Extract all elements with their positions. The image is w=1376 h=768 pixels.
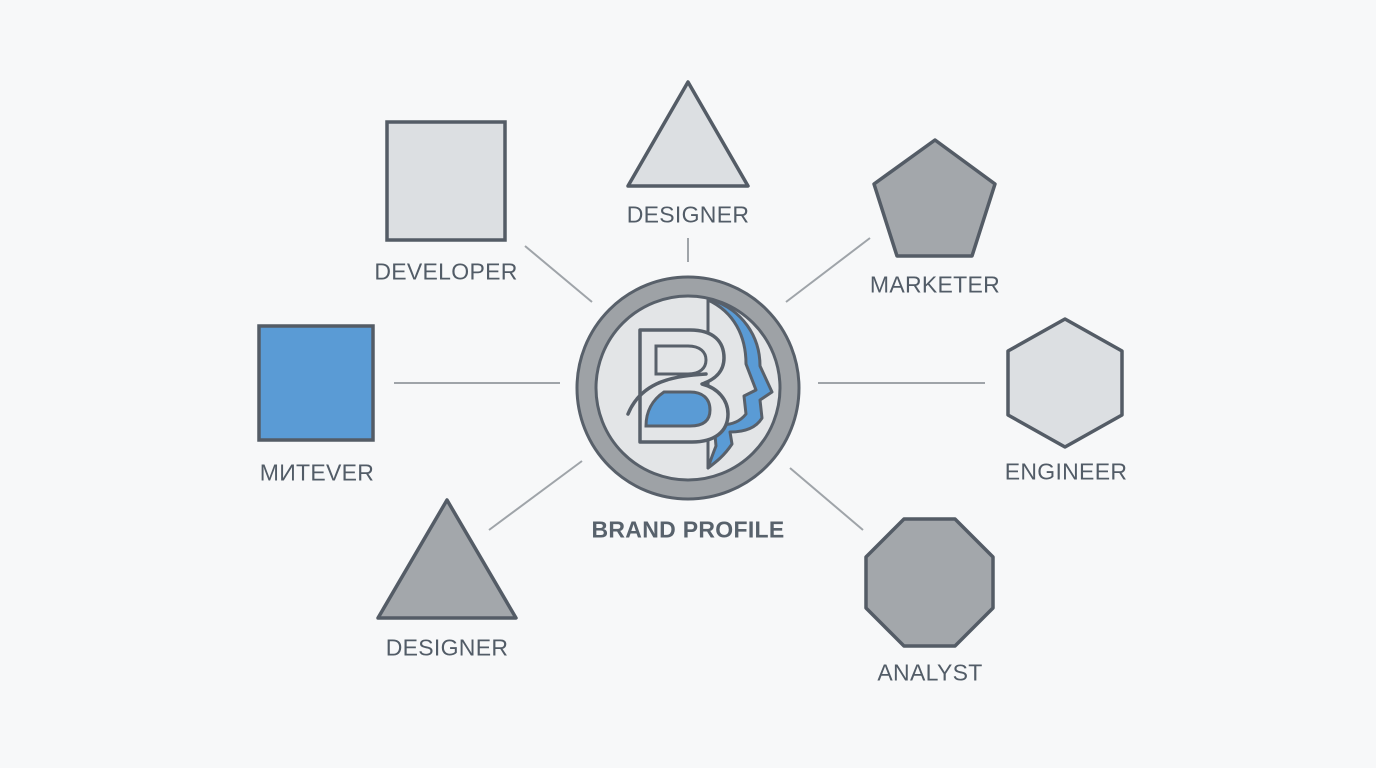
- whatever-square-shape[interactable]: [257, 324, 375, 442]
- node-label-developer: DEVELOPER: [374, 258, 518, 285]
- analyst-octagon-shape[interactable]: [864, 517, 995, 648]
- marketer-pentagon-shape[interactable]: [872, 138, 997, 258]
- designer-bottom-triangle-shape[interactable]: [376, 498, 518, 620]
- connector-analyst: [789, 467, 864, 531]
- brand-head-logo-icon[interactable]: [575, 275, 801, 501]
- connector-designer-bottom: [488, 460, 583, 531]
- node-label-designer-top: DESIGNER: [626, 201, 750, 228]
- engineer-hexagon-shape[interactable]: [1006, 317, 1124, 449]
- connector-marketer: [785, 237, 871, 303]
- node-label-whatever: MИTEVER: [259, 459, 375, 486]
- developer-square-shape[interactable]: [385, 120, 507, 242]
- node-label-marketer: MARKETER: [869, 271, 1001, 298]
- node-label-designer-bottom: DESIGNER: [385, 634, 509, 661]
- connector-developer: [524, 245, 593, 303]
- node-label-analyst: ANALYST: [877, 659, 983, 686]
- center-label-brand-profile: BRAND PROFILE: [591, 516, 785, 543]
- node-label-engineer: ENGINEER: [1004, 458, 1128, 485]
- designer-top-triangle-shape[interactable]: [626, 80, 750, 188]
